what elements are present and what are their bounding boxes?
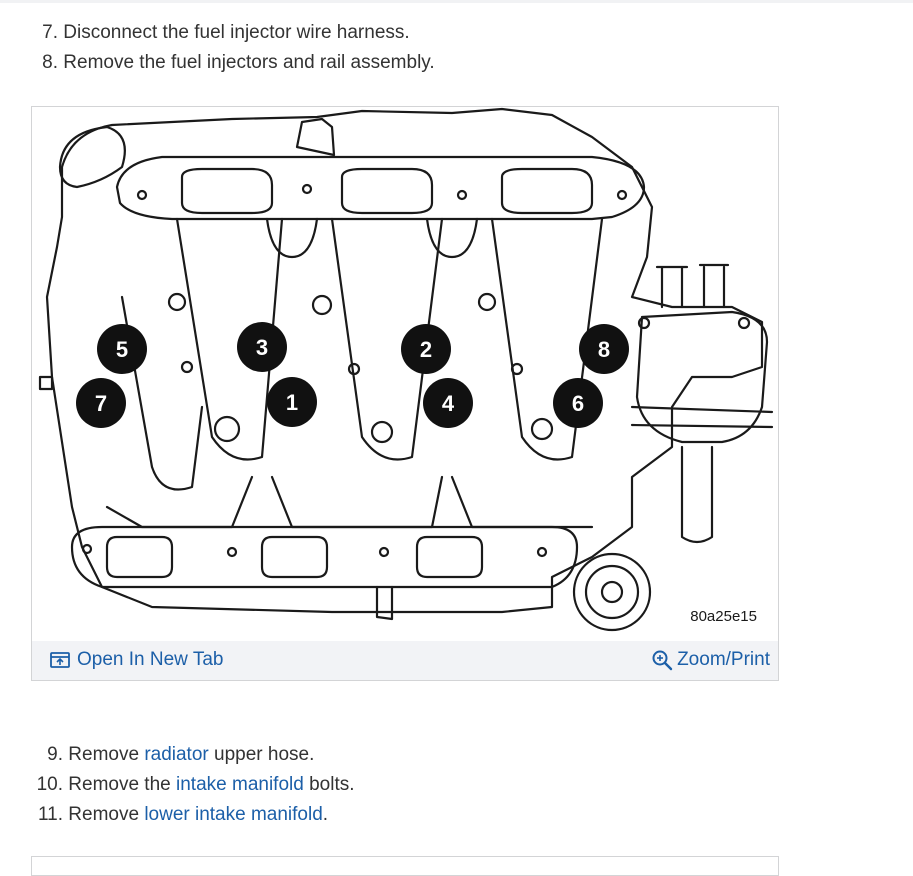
injector-callout-7: 7: [76, 378, 126, 428]
svg-text:8: 8: [598, 337, 610, 362]
injector-callout-8: 8: [579, 324, 629, 374]
lower-intake-manifold-link[interactable]: lower intake manifold: [144, 804, 323, 825]
svg-text:4: 4: [442, 391, 455, 416]
step-10: 10. Remove the intake manifold bolts.: [36, 774, 355, 795]
image-reference-label: 80a25e15: [690, 608, 757, 625]
next-figure-card: [31, 856, 779, 876]
svg-text:1: 1: [286, 390, 298, 415]
injector-callout-3: 3: [237, 322, 287, 372]
svg-text:6: 6: [572, 391, 584, 416]
steps-list-bottom: 9. Remove radiator upper hose. 10. Remov…: [33, 740, 355, 830]
intake-manifold-link[interactable]: intake manifold: [176, 774, 304, 795]
figure-card: 5 3 2 8 7 1 4 6 80a25e15 Open In New Tab: [31, 106, 779, 681]
injector-callout-2: 2: [401, 324, 451, 374]
svg-text:5: 5: [116, 337, 128, 362]
step-8-text: Remove the fuel injectors and rail assem…: [63, 52, 435, 73]
svg-text:7: 7: [95, 391, 107, 416]
open-in-new-tab-label: Open In New Tab: [77, 649, 224, 670]
injector-callout-1: 1: [267, 377, 317, 427]
open-new-tab-icon: [50, 652, 70, 668]
step-7: 7. Disconnect the fuel injector wire har…: [42, 22, 410, 43]
radiator-link[interactable]: radiator: [144, 744, 209, 765]
injector-callouts: 5 3 2 8 7 1 4 6: [76, 322, 629, 428]
open-in-new-tab-link[interactable]: Open In New Tab: [50, 649, 223, 671]
zoom-print-link[interactable]: Zoom/Print: [651, 649, 770, 671]
page-top-divider: [0, 0, 913, 3]
injector-callout-5: 5: [97, 324, 147, 374]
step-11: 11. Remove lower intake manifold.: [37, 804, 329, 825]
step-7-text: Disconnect the fuel injector wire harnes…: [63, 22, 410, 43]
steps-list-top: 7. Disconnect the fuel injector wire har…: [38, 18, 435, 78]
zoom-in-icon: [652, 650, 673, 671]
step-9: 9. Remove radiator upper hose.: [47, 744, 315, 765]
svg-text:3: 3: [256, 335, 268, 360]
step-8: 8. Remove the fuel injectors and rail as…: [42, 52, 435, 73]
injector-callout-6: 6: [553, 378, 603, 428]
zoom-print-label: Zoom/Print: [677, 649, 770, 670]
figure-action-bar: Open In New Tab Zoom/Print: [32, 641, 778, 680]
intake-manifold-diagram[interactable]: 5 3 2 8 7 1 4 6 80a25e15: [32, 107, 778, 641]
svg-text:2: 2: [420, 337, 432, 362]
injector-callout-4: 4: [423, 378, 473, 428]
